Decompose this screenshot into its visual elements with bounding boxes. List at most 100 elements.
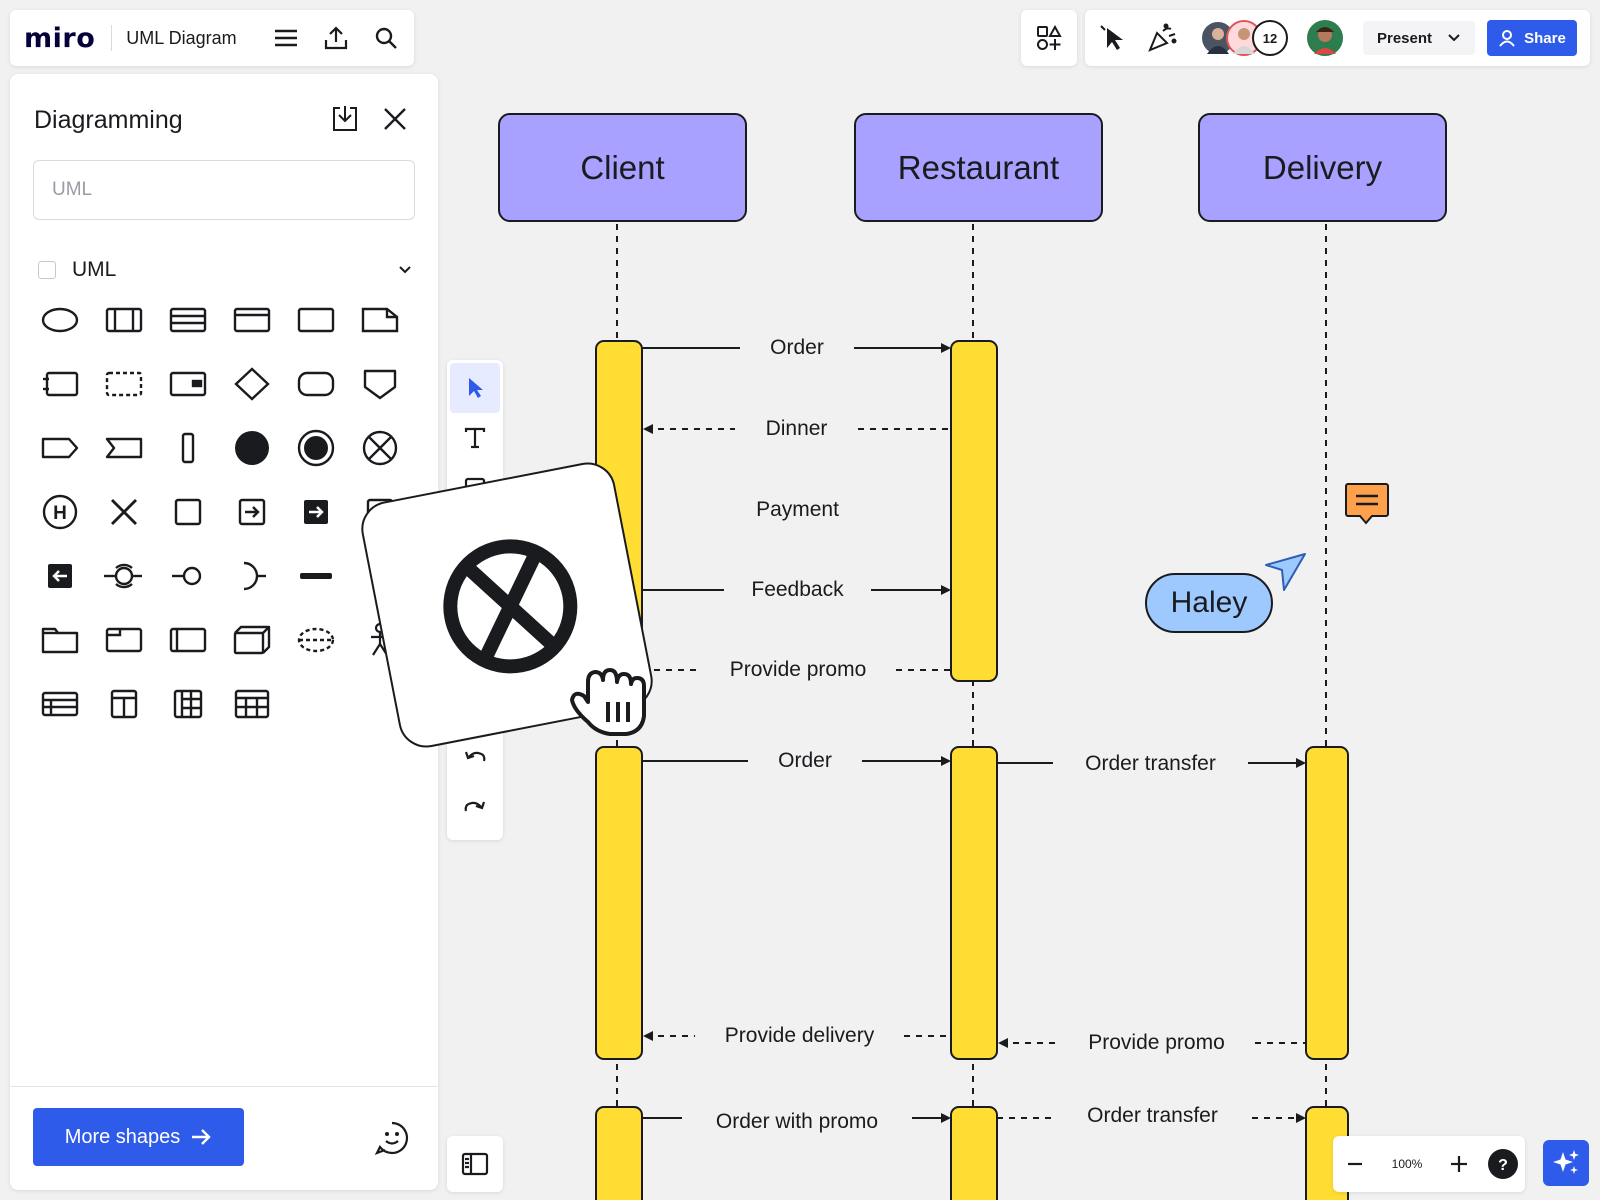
chevron-down-icon[interactable] — [398, 265, 412, 275]
shape-package-dashed[interactable] — [98, 358, 150, 410]
share-label: Share — [1524, 29, 1566, 47]
category-checkbox[interactable] — [38, 261, 56, 279]
redo-button[interactable] — [450, 782, 500, 832]
shape-grid[interactable] — [226, 678, 278, 730]
select-tool[interactable] — [450, 363, 500, 413]
shape-rectangle[interactable] — [290, 294, 342, 346]
zoom-level[interactable]: 100% — [1391, 1157, 1423, 1171]
shape-pentagon[interactable] — [354, 358, 406, 410]
shape-frame[interactable] — [226, 294, 278, 346]
shape-search-input[interactable] — [33, 160, 415, 220]
lifeline-client[interactable]: Client — [498, 113, 747, 222]
message-label[interactable]: Order with promo — [715, 1110, 879, 1133]
shape-entry-point[interactable] — [226, 486, 278, 538]
person-photo-icon — [1314, 27, 1336, 54]
search-button[interactable] — [361, 13, 411, 63]
message-label[interactable]: Provide promo — [729, 658, 867, 681]
socket-icon — [243, 561, 266, 591]
shape-class[interactable] — [98, 294, 150, 346]
grab-hand-cursor-icon — [570, 668, 646, 736]
close-panel-button[interactable] — [378, 102, 412, 136]
shape-table-rows[interactable] — [34, 678, 86, 730]
export-button[interactable] — [311, 13, 361, 63]
entity-icon — [169, 371, 207, 397]
message-label[interactable]: Order — [770, 336, 824, 359]
undo-button[interactable] — [450, 732, 500, 782]
shape-interface-small[interactable] — [162, 550, 214, 602]
message-label[interactable]: Order transfer — [1087, 1104, 1218, 1127]
shape-signal-receive[interactable] — [98, 422, 150, 474]
more-shapes-button[interactable]: More shapes — [33, 1108, 244, 1166]
lifeline-delivery[interactable]: Delivery — [1198, 113, 1447, 222]
shape-folder[interactable] — [34, 614, 86, 666]
shape-frame-tab[interactable] — [162, 614, 214, 666]
share-button[interactable]: Share — [1487, 20, 1577, 56]
board-title[interactable]: UML Diagram — [126, 27, 237, 48]
shape-destroy[interactable] — [98, 486, 150, 538]
shape-note[interactable] — [354, 294, 406, 346]
shape-tab-folder[interactable] — [98, 614, 150, 666]
shape-interface-provided[interactable] — [98, 550, 150, 602]
shape-table-columns[interactable] — [98, 678, 150, 730]
miro-logo[interactable]: miro — [24, 22, 96, 54]
shape-lifeline-bar[interactable] — [162, 422, 214, 474]
shape-box-3d[interactable] — [226, 614, 278, 666]
ai-assist-button[interactable] — [1543, 1140, 1589, 1186]
shape-decision[interactable] — [226, 358, 278, 410]
shape-class-list[interactable] — [162, 294, 214, 346]
chevron-down-icon[interactable] — [1447, 33, 1461, 43]
shape-entity[interactable] — [162, 358, 214, 410]
lifeline-restaurant[interactable]: Restaurant — [854, 113, 1103, 222]
cube-icon — [233, 625, 271, 655]
comment-icon[interactable] — [1344, 482, 1392, 526]
message-label[interactable]: Payment — [756, 498, 839, 521]
close-icon — [384, 108, 406, 130]
panel-title: Diagramming — [34, 106, 183, 134]
message-label[interactable]: Provide promo — [1088, 1031, 1225, 1054]
shape-square[interactable] — [162, 486, 214, 538]
message-label[interactable]: Dinner — [765, 417, 828, 440]
shape-ellipse[interactable] — [34, 294, 86, 346]
zoom-in-button[interactable] — [1437, 1139, 1481, 1189]
shape-component[interactable] — [34, 358, 86, 410]
menu-button[interactable] — [261, 13, 311, 63]
zoom-out-button[interactable] — [1333, 1139, 1377, 1189]
shape-final-state[interactable] — [290, 422, 342, 474]
shape-dashed-ellipse[interactable] — [290, 614, 342, 666]
shape-interface-required[interactable] — [226, 550, 278, 602]
help-icon: ? — [1488, 1149, 1518, 1179]
shape-terminate[interactable] — [354, 422, 406, 474]
undo-icon — [464, 751, 486, 762]
apps-button[interactable] — [1021, 10, 1077, 66]
dragged-shape-preview[interactable] — [356, 457, 658, 753]
cursor-arrow-icon — [1265, 553, 1306, 591]
text-tool[interactable] — [450, 413, 500, 463]
current-user-avatar[interactable] — [1307, 20, 1343, 56]
shape-table-grid[interactable] — [162, 678, 214, 730]
category-uml[interactable]: UML — [36, 254, 412, 286]
message-label[interactable]: Order — [778, 749, 832, 772]
restaurant-activation-1 — [950, 340, 998, 682]
cursor-follow-button[interactable] — [1089, 13, 1139, 63]
save-to-library-button[interactable] — [328, 102, 362, 136]
shape-exit-point[interactable] — [290, 486, 342, 538]
shape-initial-state[interactable] — [226, 422, 278, 474]
feedback-button[interactable] — [372, 1118, 412, 1158]
upload-icon — [324, 26, 347, 50]
message-label[interactable]: Order transfer — [1085, 752, 1216, 775]
message-label[interactable]: Provide delivery — [724, 1024, 875, 1047]
shape-tag[interactable] — [34, 422, 86, 474]
present-button[interactable]: Present — [1363, 21, 1475, 55]
more-collaborators-badge[interactable]: 12 — [1252, 20, 1288, 56]
shape-entry-arrow[interactable] — [34, 550, 86, 602]
shape-history[interactable]: H — [34, 486, 86, 538]
celebrate-button[interactable] — [1137, 13, 1187, 63]
message-label[interactable]: Feedback — [751, 578, 844, 601]
shape-rounded-rectangle[interactable] — [290, 358, 342, 410]
toggle-panel-button[interactable] — [447, 1136, 503, 1192]
party-popper-icon — [1148, 23, 1177, 52]
shape-dash[interactable] — [290, 550, 342, 602]
cursor-icon — [469, 378, 483, 398]
help-button[interactable]: ? — [1481, 1139, 1525, 1189]
